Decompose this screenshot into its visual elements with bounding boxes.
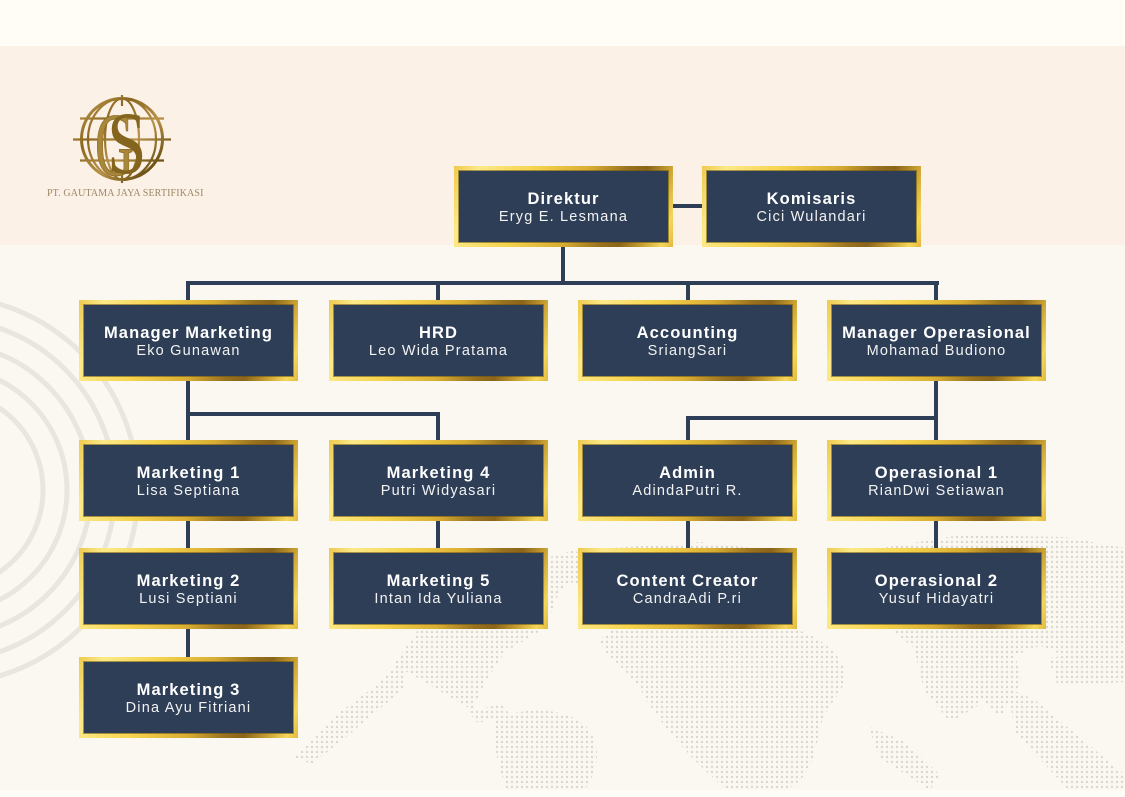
svg-text:G: G	[95, 96, 134, 195]
svg-text:PT. GAUTAMA JAYA SERTIFIKASI: PT. GAUTAMA JAYA SERTIFIKASI	[47, 188, 205, 199]
svg-text:S: S	[107, 95, 147, 193]
